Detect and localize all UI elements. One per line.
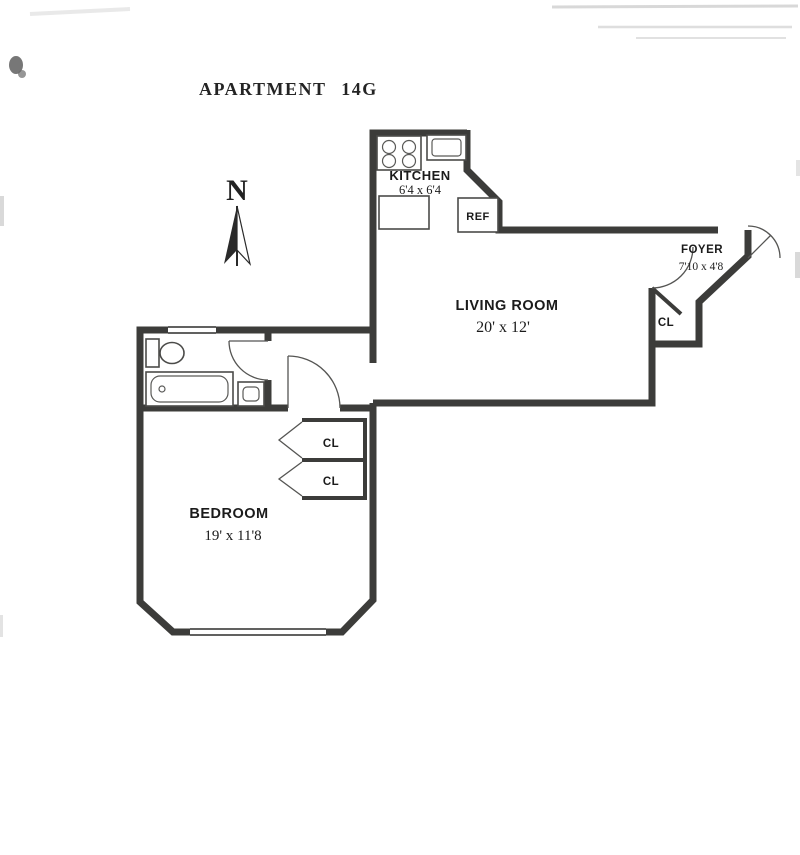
refrigerator-box: REF xyxy=(457,197,499,233)
kitchen-dims: 6'4 x 6'4 xyxy=(399,183,442,197)
scan-blob xyxy=(18,70,26,78)
scan-blob xyxy=(9,56,23,74)
scan-edge-mark xyxy=(796,160,800,176)
foyer-dims: 7'10 x 4'8 xyxy=(679,261,724,273)
wall-bathroom-left-bottom xyxy=(136,326,190,636)
bathroom-sink-icon xyxy=(237,381,265,407)
foyer-label: FOYER xyxy=(681,244,723,256)
scan-streak xyxy=(551,4,799,9)
wall-kitchen-top-left xyxy=(369,129,467,363)
kitchen-counter-icon xyxy=(378,195,430,230)
kitchen-sink-icon xyxy=(426,134,467,161)
bedroom-window xyxy=(190,628,326,636)
wall-kitchen-right-and-top xyxy=(463,130,718,234)
foyer-closet-label: CL xyxy=(658,317,674,329)
scan-edge-mark xyxy=(0,615,3,637)
hall-closet-walls xyxy=(302,418,367,500)
doors xyxy=(228,225,781,497)
foyer-closet-door-icon xyxy=(651,246,694,289)
scan-artifacts xyxy=(0,4,800,637)
living-room-dims: 20' x 12' xyxy=(476,319,530,336)
scan-edge-mark xyxy=(0,196,4,226)
exterior-walls xyxy=(136,129,752,636)
apartment-title: APARTMENT 14G xyxy=(199,79,378,99)
living-room-label: LIVING ROOM xyxy=(456,298,559,314)
bathroom-window xyxy=(168,326,216,334)
hall-closet-lower-label: CL xyxy=(323,476,339,488)
compass-needle-icon xyxy=(224,205,252,267)
room-labels: KITCHEN 6'4 x 6'4 LIVING ROOM 20' x 12' … xyxy=(189,168,723,544)
scan-edge-mark xyxy=(795,252,800,278)
kitchen-label: KITCHEN xyxy=(389,168,450,183)
hall-closet-upper-label: CL xyxy=(323,438,339,450)
wall-foyer-right-closet xyxy=(652,230,752,348)
scan-streak xyxy=(29,7,131,16)
bedroom-label: BEDROOM xyxy=(189,506,268,522)
entry-door-icon xyxy=(747,225,781,259)
bedroom-dims: 19' x 11'8 xyxy=(204,528,261,544)
bathtub-icon xyxy=(145,371,234,407)
toilet-icon xyxy=(145,338,185,368)
compass-north-label: N xyxy=(226,174,248,207)
compass: N xyxy=(224,174,252,267)
refrigerator-label: REF xyxy=(466,211,490,223)
bathroom-fixtures xyxy=(145,338,265,407)
wall-foyer-closet-diagonal xyxy=(650,286,683,316)
hall-closet-doors-icon xyxy=(277,421,303,497)
bathroom-door-icon xyxy=(228,340,269,381)
windows xyxy=(168,326,326,636)
interior-walls xyxy=(302,286,683,500)
stove-icon xyxy=(376,135,422,171)
wall-living-bottom-right xyxy=(373,288,656,407)
bedroom-door-icon xyxy=(287,355,341,409)
wall-bedroom-bottom-right xyxy=(326,403,377,636)
kitchen-fixtures: REF xyxy=(376,134,499,233)
